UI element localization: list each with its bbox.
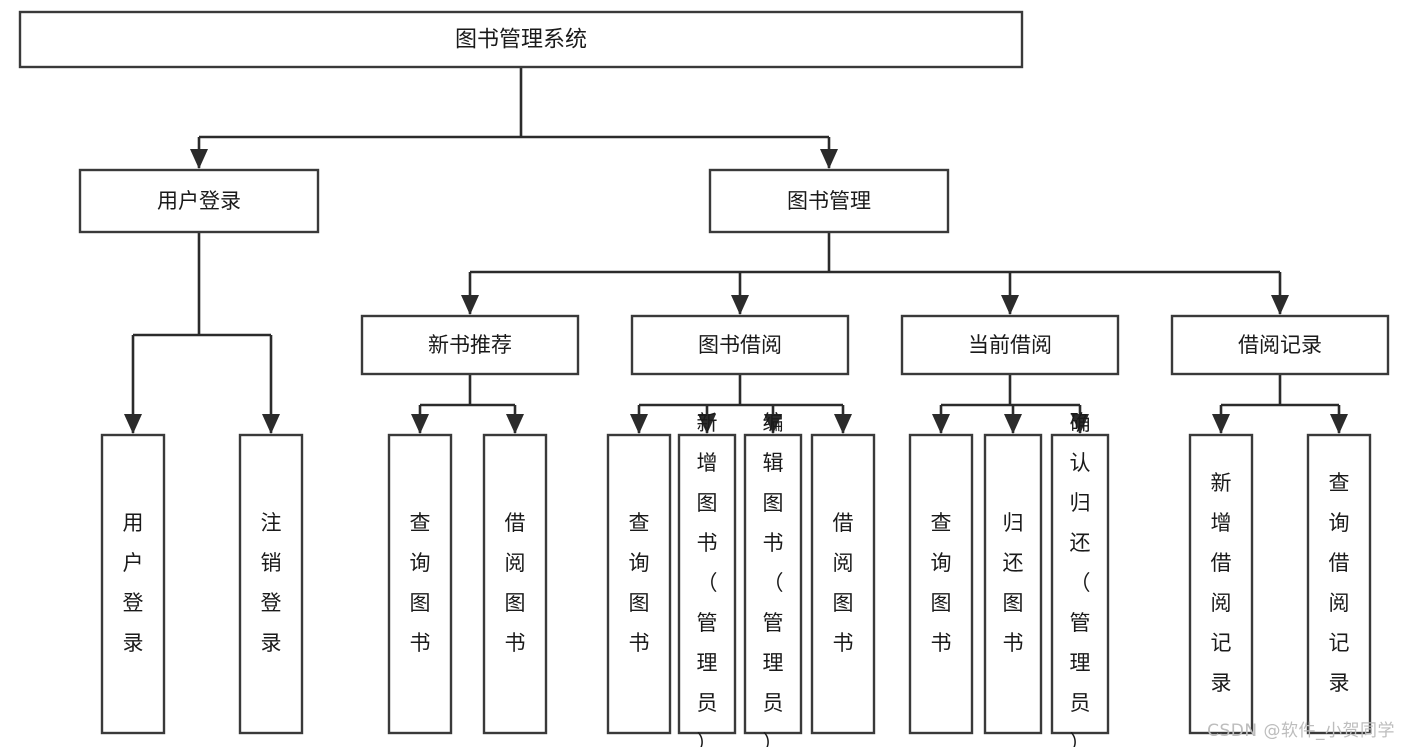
node-leaf-edit-book-admin[interactable]: 编辑图书（管理员） [743, 411, 803, 747]
arrow-head-icon-leaf-query-book-current [932, 414, 950, 434]
arrow-head-icon-leaf-add-book-admin [698, 414, 716, 434]
node-box-book-borrow[interactable] [630, 314, 850, 376]
arrow-head-icon-current-borrow [1001, 295, 1019, 315]
node-label-current-borrow: 当前借阅 [968, 333, 1052, 357]
arrow-head-icon-leaf-user-logout [262, 414, 280, 434]
node-label-root: 图书管理系统 [455, 28, 587, 53]
node-book-management[interactable]: 图书管理 [708, 168, 950, 234]
node-box-current-borrow[interactable] [900, 314, 1120, 376]
arrow-head-icon-leaf-user-login [124, 414, 142, 434]
node-box-leaf-return-book[interactable] [983, 433, 1043, 735]
node-leaf-query-borrow-record[interactable]: 查询借阅记录 [1306, 433, 1372, 735]
node-borrow-records[interactable]: 借阅记录 [1170, 314, 1390, 376]
node-label-leaf-add-borrow-record: 新增借阅记录 [1211, 471, 1232, 695]
node-box-borrow-records[interactable] [1170, 314, 1390, 376]
node-root[interactable]: 图书管理系统 [18, 10, 1024, 69]
node-current-borrow[interactable]: 当前借阅 [900, 314, 1120, 376]
node-label-leaf-query-book-recommend: 查询图书 [410, 511, 431, 655]
node-leaf-query-book-recommend[interactable]: 查询图书 [387, 433, 453, 735]
node-label-leaf-confirm-return-admin: 确认归还（管理员） [1070, 411, 1091, 747]
node-label-leaf-add-book-admin: 新增图书（管理员） [697, 411, 718, 747]
arrow-head-icon-leaf-query-book-borrow [630, 414, 648, 434]
node-label-new-book-recommend: 新书推荐 [428, 333, 512, 357]
node-leaf-borrow-book-recommend[interactable]: 借阅图书 [482, 433, 548, 735]
node-label-leaf-user-logout: 注销登录 [261, 511, 282, 655]
arrow-head-icon-borrow-records [1271, 295, 1289, 315]
node-box-leaf-user-logout[interactable] [238, 433, 304, 735]
node-new-book-recommend[interactable]: 新书推荐 [360, 314, 580, 376]
node-label-leaf-query-book-current: 查询图书 [931, 511, 952, 655]
node-box-leaf-user-login[interactable] [100, 433, 166, 735]
node-leaf-return-book[interactable]: 归还图书 [983, 433, 1043, 735]
arrow-head-icon-book-borrow [731, 295, 749, 315]
node-book-borrow[interactable]: 图书借阅 [630, 314, 850, 376]
node-box-leaf-borrow-book[interactable] [810, 433, 876, 735]
node-label-leaf-return-book: 归还图书 [1003, 511, 1024, 655]
node-box-book-management[interactable] [708, 168, 950, 234]
node-label-leaf-query-borrow-record: 查询借阅记录 [1329, 471, 1350, 695]
arrow-head-icon-user-login [190, 149, 208, 169]
node-leaf-user-login[interactable]: 用户登录 [100, 433, 166, 735]
node-label-user-login: 用户登录 [157, 189, 241, 213]
arrow-head-icon-new-book-recommend [461, 295, 479, 315]
node-label-leaf-edit-book-admin: 编辑图书（管理员） [763, 411, 784, 747]
node-label-borrow-records: 借阅记录 [1238, 333, 1322, 357]
node-label-leaf-user-login: 用户登录 [123, 511, 144, 655]
connector-layer [124, 67, 1348, 434]
arrow-head-icon-book-management [820, 149, 838, 169]
arrow-head-icon-leaf-add-borrow-record [1212, 414, 1230, 434]
node-layer: 图书管理系统用户登录图书管理新书推荐图书借阅当前借阅借阅记录用户登录注销登录查询… [18, 10, 1390, 747]
node-box-leaf-query-book-borrow[interactable] [606, 433, 672, 735]
arrow-head-icon-leaf-query-borrow-record [1330, 414, 1348, 434]
node-leaf-confirm-return-admin[interactable]: 确认归还（管理员） [1050, 411, 1110, 747]
node-box-leaf-query-book-recommend[interactable] [387, 433, 453, 735]
node-leaf-user-logout[interactable]: 注销登录 [238, 433, 304, 735]
node-box-leaf-borrow-book-recommend[interactable] [482, 433, 548, 735]
node-user-login[interactable]: 用户登录 [78, 168, 320, 234]
node-label-leaf-borrow-book-recommend: 借阅图书 [505, 511, 526, 655]
node-label-leaf-query-book-borrow: 查询图书 [629, 511, 650, 655]
node-box-leaf-confirm-return-admin[interactable] [1050, 433, 1110, 735]
node-box-leaf-edit-book-admin[interactable] [743, 433, 803, 735]
node-leaf-query-book-current[interactable]: 查询图书 [908, 433, 974, 735]
node-box-leaf-add-book-admin[interactable] [677, 433, 737, 735]
node-box-leaf-add-borrow-record[interactable] [1188, 433, 1254, 735]
node-box-leaf-query-book-current[interactable] [908, 433, 974, 735]
arrow-head-icon-leaf-edit-book-admin [764, 414, 782, 434]
node-box-leaf-query-borrow-record[interactable] [1306, 433, 1372, 735]
node-box-new-book-recommend[interactable] [360, 314, 580, 376]
node-label-book-borrow: 图书借阅 [698, 333, 782, 357]
arrow-head-icon-leaf-query-book-recommend [411, 414, 429, 434]
arrow-head-icon-leaf-confirm-return-admin [1071, 414, 1089, 434]
node-box-user-login[interactable] [78, 168, 320, 234]
node-leaf-borrow-book[interactable]: 借阅图书 [810, 433, 876, 735]
node-box-root[interactable] [18, 10, 1024, 69]
node-leaf-query-book-borrow[interactable]: 查询图书 [606, 433, 672, 735]
arrow-head-icon-leaf-borrow-book-recommend [506, 414, 524, 434]
csdn-watermark: CSDN @软件_小贺同学 [1207, 721, 1395, 741]
node-label-book-management: 图书管理 [787, 189, 871, 213]
node-leaf-add-book-admin[interactable]: 新增图书（管理员） [677, 411, 737, 747]
arrow-head-icon-leaf-return-book [1004, 414, 1022, 434]
node-leaf-add-borrow-record[interactable]: 新增借阅记录 [1188, 433, 1254, 735]
node-label-leaf-borrow-book: 借阅图书 [833, 511, 854, 655]
arrow-head-icon-leaf-borrow-book [834, 414, 852, 434]
